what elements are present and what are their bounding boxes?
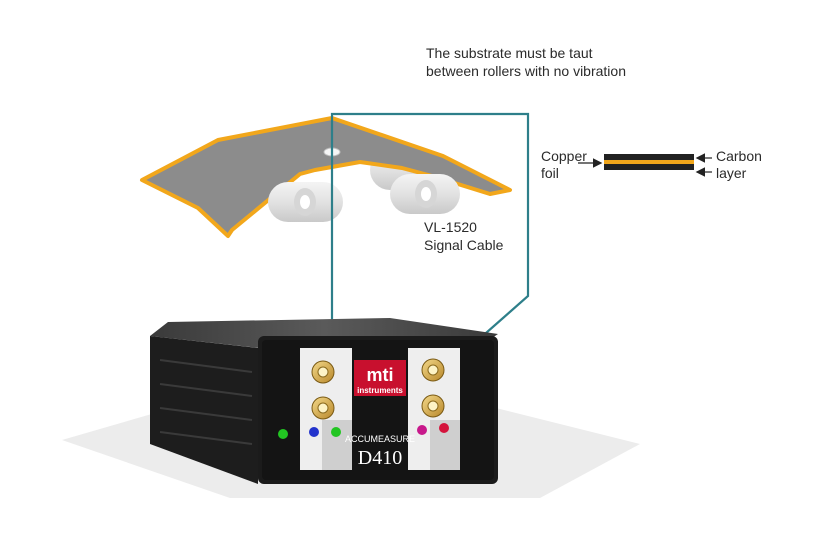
- accumeasure-instrument: mti instruments ACCUMEASURE D410: [62, 318, 640, 498]
- cable-label-line2: Signal Cable: [424, 237, 504, 253]
- substrate-foil: [140, 116, 512, 238]
- svg-text:instruments: instruments: [357, 386, 403, 395]
- model-number-label: D410: [358, 447, 402, 469]
- carbon-label-line2: layer: [716, 165, 747, 181]
- mti-logo: mti instruments: [354, 360, 406, 396]
- copper-label-line2: foil: [541, 165, 559, 181]
- channel-panel-left: [300, 348, 352, 470]
- led-indicator-icon: [331, 427, 341, 437]
- channel-panel-right: [408, 348, 460, 470]
- substrate-note-line2: between rollers with no vibration: [426, 63, 626, 79]
- copper-label-line1: Copper: [541, 148, 587, 164]
- led-indicator-icon: [439, 423, 449, 433]
- sma-connector-icon[interactable]: [421, 394, 445, 418]
- device-side: [150, 336, 258, 484]
- layer-cross-section: [578, 153, 712, 177]
- roller-icon: [268, 182, 343, 222]
- model-series-label: ACCUMEASURE: [345, 434, 415, 444]
- carbon-label-line1: Carbon: [716, 148, 762, 164]
- sma-connector-icon[interactable]: [311, 396, 335, 420]
- cable-label-line1: VL-1520: [424, 219, 477, 235]
- led-indicator-icon: [309, 427, 319, 437]
- heat-fins: [159, 359, 253, 445]
- svg-text:mti: mti: [367, 365, 394, 385]
- substrate-assembly: [140, 116, 512, 238]
- led-indicator-icon: [278, 429, 288, 439]
- roller-icon: [390, 174, 460, 214]
- substrate-note-line1: The substrate must be taut: [426, 45, 593, 61]
- sma-connector-icon[interactable]: [311, 360, 335, 384]
- sma-connector-icon[interactable]: [421, 358, 445, 382]
- led-indicator-icon: [417, 425, 427, 435]
